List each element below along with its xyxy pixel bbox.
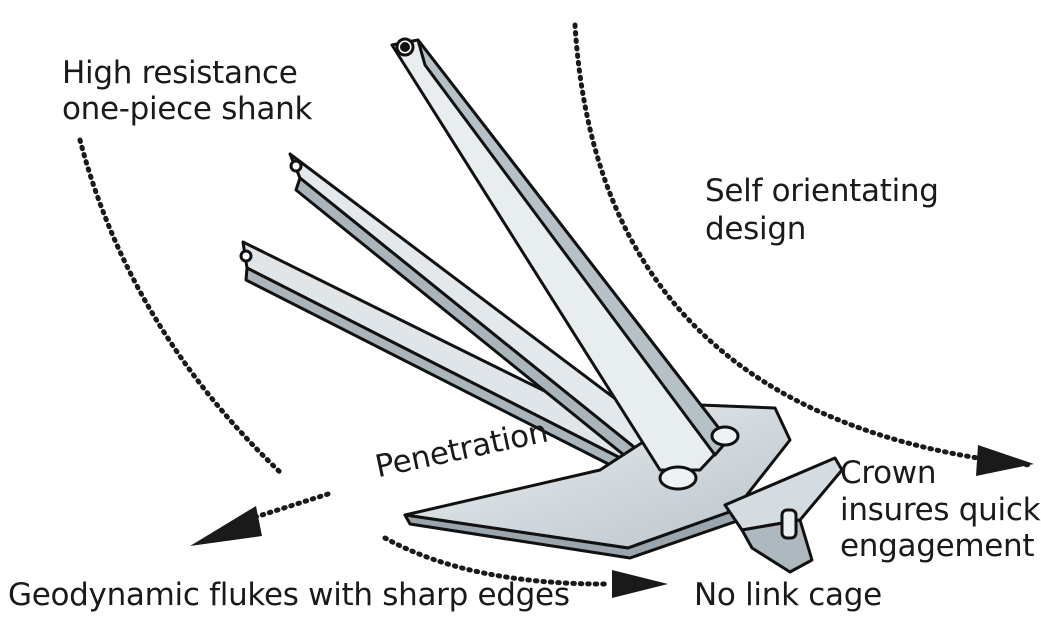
label-crown-line2: insures quick <box>840 492 1041 528</box>
label-orientation-line1: Self orientating <box>705 173 939 209</box>
label-shank-line1: High resistance <box>62 55 298 91</box>
flukes-arrow <box>382 535 613 587</box>
penetration-arrowhead <box>190 506 262 546</box>
anchor-illustration <box>239 37 844 574</box>
label-cage: No link cage <box>694 577 882 613</box>
shank-arc-dotted <box>77 137 285 477</box>
label-flukes: Geodynamic flukes with sharp edges <box>8 577 570 613</box>
label-orientation-line2: design <box>705 211 807 247</box>
flukes-arrowhead <box>612 570 668 598</box>
label-crown-line3: engagement <box>840 528 1035 564</box>
crown-piece <box>723 456 844 532</box>
label-shank-line2: one-piece shank <box>62 91 313 127</box>
orientation-arrowhead <box>976 445 1034 476</box>
label-crown-line1: Crown <box>840 455 937 491</box>
orientation-arc-arrow <box>572 22 1033 468</box>
